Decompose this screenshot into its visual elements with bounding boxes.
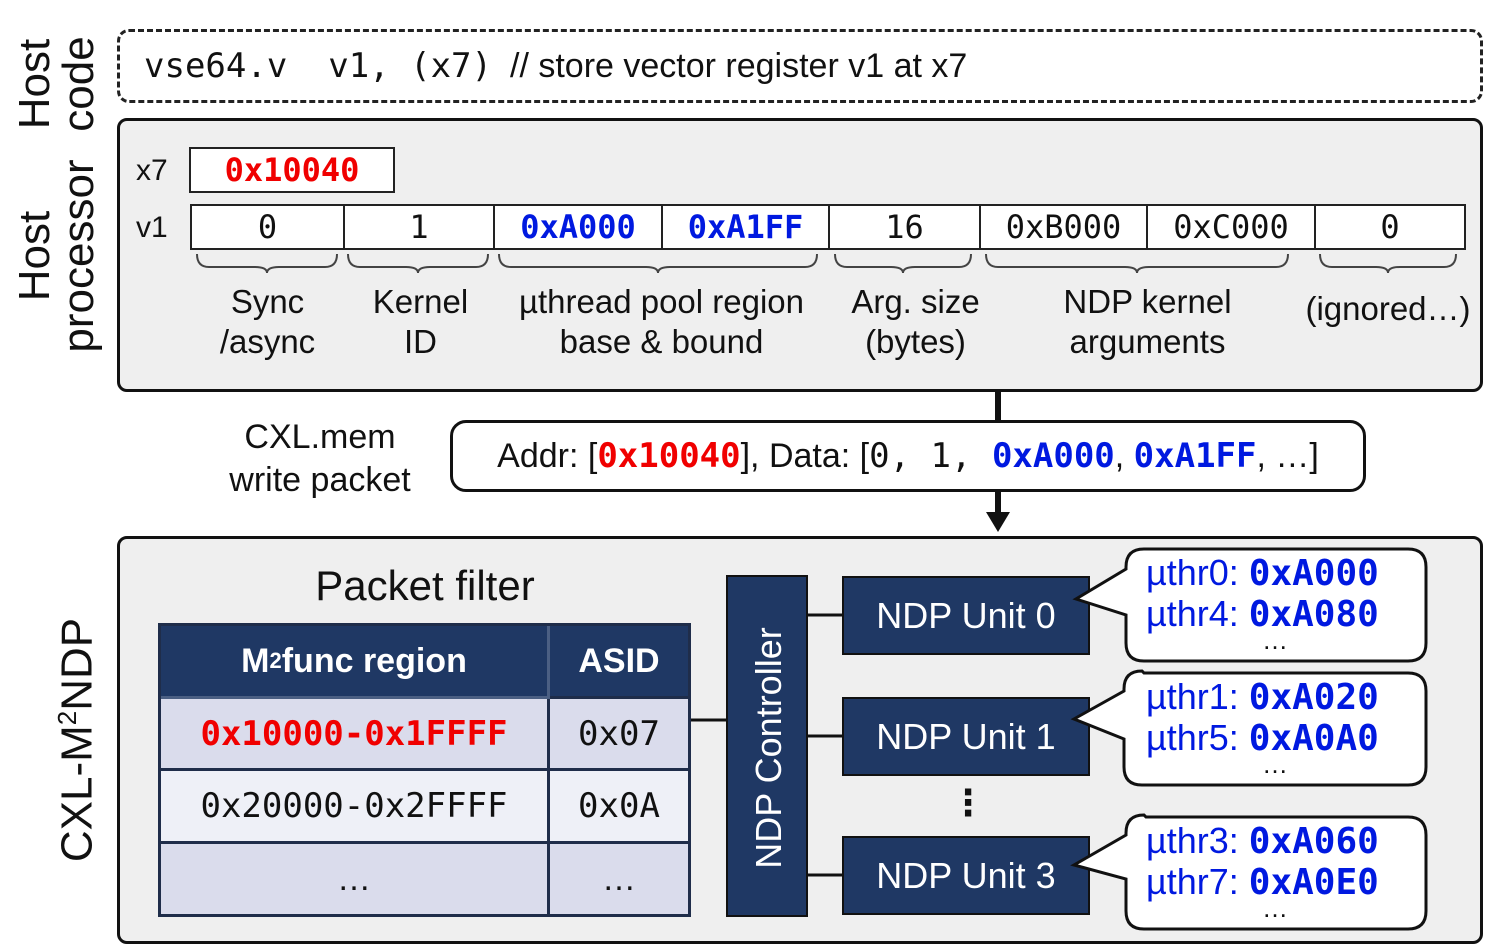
v1-cell: 0xB000 <box>979 204 1148 250</box>
field-desc-arg-size: Arg. size(bytes) <box>851 283 980 360</box>
callout-ellipsis: … <box>1262 893 1288 923</box>
brace <box>985 253 1289 274</box>
field-braces <box>196 253 1457 274</box>
brace <box>347 253 489 274</box>
v1-cell: 16 <box>828 204 981 250</box>
instruction: vse64.v v1, (x7) <box>144 46 492 86</box>
x7-register-name: x7 <box>136 154 168 187</box>
table-cell-region: 0x10000-0x1FFFF <box>161 699 550 771</box>
callout-ellipsis: … <box>1262 749 1288 779</box>
table-cell-asid: 0x0A <box>550 771 688 844</box>
packet-filter-title: Packet filter <box>315 562 535 609</box>
v1-cell: 0 <box>1314 204 1466 250</box>
table-cell-asid: … <box>550 844 688 914</box>
field-desc-ignored: (ignored…) <box>1305 290 1471 327</box>
callout-ellipsis: … <box>1262 625 1288 655</box>
ndp-unit-3: NDP Unit 3 <box>842 836 1090 915</box>
ndp-unit-0: NDP Unit 0 <box>842 576 1090 655</box>
brace <box>1319 253 1457 274</box>
callout-unit-3: µthr3: 0xA060 µthr7: 0xA0E0 <box>1146 820 1379 903</box>
brace <box>498 253 818 274</box>
instruction-comment: // store vector register v1 at x7 <box>510 46 968 85</box>
packet-label: CXL.mem write packet <box>229 418 411 499</box>
brace <box>834 253 972 274</box>
v1-cell: 0xA1FF <box>661 204 830 250</box>
x7-register-value: 0x10040 <box>189 147 395 193</box>
callout-unit-0: µthr0: 0xA000 µthr4: 0xA080 <box>1146 552 1379 635</box>
packet-addr: 0x10040 <box>597 436 741 476</box>
packet-box: Addr: [0x10040], Data: [0, 1, 0xA000, 0x… <box>450 420 1366 492</box>
table-cell-asid: 0x07 <box>550 699 688 771</box>
table-cell-region: … <box>161 844 550 914</box>
v1-cell: 0 <box>190 204 345 250</box>
host-code-box: vse64.v v1, (x7) // store vector registe… <box>117 29 1483 103</box>
v1-cell: 0xA000 <box>493 204 663 250</box>
ndp-controller: NDP Controller <box>726 575 808 917</box>
callout-unit-1: µthr1: 0xA020 µthr5: 0xA0A0 <box>1146 676 1379 759</box>
v1-register-name: v1 <box>136 211 168 244</box>
field-desc-sync: Sync/async <box>219 283 316 360</box>
ndp-unit-1: NDP Unit 1 <box>842 697 1090 776</box>
table-header-asid: ASID <box>550 626 688 699</box>
v1-cell: 0xC000 <box>1146 204 1316 250</box>
unit-ellipsis: ⋮ <box>950 782 986 823</box>
table-cell-region: 0x20000-0x2FFFF <box>161 771 550 844</box>
brace <box>196 253 338 274</box>
v1-cell: 1 <box>343 204 495 250</box>
